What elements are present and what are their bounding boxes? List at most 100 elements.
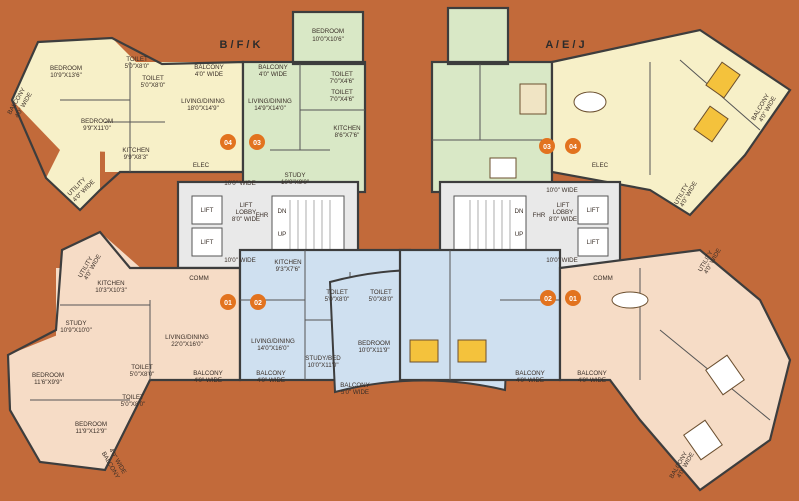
badge-02-right: 02 bbox=[540, 290, 556, 306]
lobby-label: LOBBY bbox=[553, 209, 574, 216]
room-size: 5'0"X8'0" bbox=[141, 82, 166, 89]
lift-left-1 bbox=[191, 195, 223, 225]
room-name: TOILET bbox=[326, 289, 348, 296]
flat-03-left-bedroom-outline bbox=[291, 10, 365, 66]
dining-table-icon bbox=[611, 291, 649, 309]
lift-right-1 bbox=[577, 195, 609, 225]
lift-left-2 bbox=[191, 227, 223, 257]
flat-04-right-outline bbox=[550, 28, 792, 217]
room-labels: BEDROOM 10'0"X10'6" BALCONY 4'0" WIDE BA… bbox=[6, 28, 777, 480]
room-size: 18'0"X14'9" bbox=[187, 105, 219, 112]
room-name: LIVING/DINING bbox=[165, 334, 209, 341]
room-name: BEDROOM bbox=[81, 118, 113, 125]
badge-03-left: 03 bbox=[249, 134, 265, 150]
flat-01-left bbox=[6, 230, 242, 472]
bed-icon bbox=[693, 105, 729, 143]
badge-01-left: 01 bbox=[220, 294, 236, 310]
flat-03-right-bath-outline bbox=[446, 6, 510, 66]
svg-text:03: 03 bbox=[543, 144, 551, 151]
flat-03-right bbox=[430, 6, 554, 194]
room-size: 11'9"X12'9" bbox=[75, 428, 106, 435]
lobby-label: LIFT bbox=[240, 202, 253, 209]
elec-label: ELEC bbox=[193, 162, 210, 169]
room-size: 10'9"X10'0" bbox=[60, 327, 92, 334]
flat-03-left bbox=[241, 10, 367, 194]
room-size: 5'0"X8'0" bbox=[130, 371, 155, 378]
svg-text:01: 01 bbox=[224, 300, 232, 307]
flat-03-left-bedroom bbox=[293, 12, 363, 64]
room-name: STUDY/BED bbox=[305, 355, 341, 362]
room-size: 10'0"X11'9" bbox=[358, 347, 389, 354]
flat-01-left-kitchen-wing bbox=[60, 232, 160, 300]
flat-04-left bbox=[10, 36, 245, 212]
flat-04-right bbox=[550, 28, 792, 217]
room-size: 4'0" WIDE bbox=[194, 377, 222, 384]
room-name: KITCHEN bbox=[333, 125, 360, 132]
room-size: 10'3"X10'3" bbox=[95, 287, 127, 294]
room-name: TOILET bbox=[370, 289, 392, 296]
flat-01-right-body bbox=[560, 250, 790, 490]
lift-label: LIFT bbox=[201, 239, 214, 246]
room-size: 9'9"X11'0" bbox=[83, 125, 111, 132]
room-name: TOILET bbox=[126, 56, 148, 63]
room-size: 4'0" WIDE bbox=[516, 377, 544, 384]
room-name: BALCONY bbox=[193, 370, 223, 377]
width-label: 10'0" WIDE bbox=[546, 187, 578, 194]
lobby-size: 8'0" WIDE bbox=[232, 216, 260, 223]
room-size: 4'0" WIDE bbox=[195, 71, 223, 78]
lobby-label: LOBBY bbox=[236, 209, 257, 216]
room-name: BALCONY bbox=[515, 370, 545, 377]
room-name: BEDROOM bbox=[312, 28, 344, 35]
room-name: LIVING/DINING bbox=[248, 98, 292, 105]
room-name: BALCONY bbox=[256, 370, 286, 377]
lift-label: LIFT bbox=[587, 207, 600, 214]
room-name: KITCHEN bbox=[97, 280, 124, 287]
flat-04-left-utility bbox=[46, 150, 100, 210]
lobby-label: LIFT bbox=[557, 202, 570, 209]
lift-label: LIFT bbox=[201, 207, 214, 214]
room-name: LIVING/DINING bbox=[251, 338, 295, 345]
badge-03-right: 03 bbox=[539, 138, 555, 154]
room-size: 5'0"X8'0" bbox=[325, 296, 350, 303]
lift-label: LIFT bbox=[587, 239, 600, 246]
badge-04-right: 04 bbox=[565, 138, 581, 154]
flat-03-left-body bbox=[243, 62, 365, 192]
stair-left bbox=[271, 195, 345, 257]
room-size: 5'0"X8'0" bbox=[125, 63, 150, 70]
room-name: BALCONY bbox=[577, 370, 607, 377]
room-size: 4'0" WIDE bbox=[259, 71, 287, 78]
room-size: 9'3"X7'6" bbox=[276, 266, 301, 273]
fhr-label: FHR bbox=[533, 212, 546, 219]
width-label: 10'0" WIDE bbox=[224, 180, 256, 187]
room-size: 5'0"X8'0" bbox=[121, 401, 146, 408]
stair-right-treads bbox=[469, 200, 511, 252]
svg-text:04: 04 bbox=[569, 144, 577, 151]
flat-04-left-living bbox=[105, 62, 243, 172]
stair-down-label: DN bbox=[278, 208, 287, 215]
room-size: 8'6"X7'6" bbox=[335, 132, 360, 139]
bed-icon bbox=[683, 419, 723, 461]
room-size: 9'9"X8'3" bbox=[124, 154, 149, 161]
room-name: BEDROOM bbox=[358, 340, 390, 347]
flat-badges: 04 03 01 02 03 04 02 01 bbox=[220, 134, 581, 310]
room-name: BEDROOM bbox=[32, 372, 64, 379]
flat-02-right bbox=[398, 248, 562, 382]
stair-up-label: UP bbox=[515, 231, 524, 238]
bed-icon bbox=[409, 339, 439, 363]
bed-icon bbox=[705, 61, 741, 99]
room-size: 7'0"X4'6" bbox=[330, 78, 355, 85]
room-name: KITCHEN bbox=[122, 147, 149, 154]
room-name: TOILET bbox=[331, 71, 353, 78]
room-size: 11'6"X9'9" bbox=[34, 379, 62, 386]
room-name: TOILET bbox=[131, 364, 153, 371]
room-name: STUDY bbox=[285, 172, 306, 179]
room-size: 5'0"X8'0" bbox=[369, 296, 394, 303]
room-size: 14'9"X14'0" bbox=[254, 105, 286, 112]
room-size: 22'0"X16'0" bbox=[171, 341, 203, 348]
room-name: LIVING/DINING bbox=[181, 98, 225, 105]
room-name: STUDY bbox=[66, 320, 87, 327]
stair-right bbox=[453, 195, 527, 257]
width-label: 10'0" WIDE bbox=[224, 257, 256, 264]
svg-text:03: 03 bbox=[253, 140, 261, 147]
stair-up-label: UP bbox=[278, 231, 287, 238]
